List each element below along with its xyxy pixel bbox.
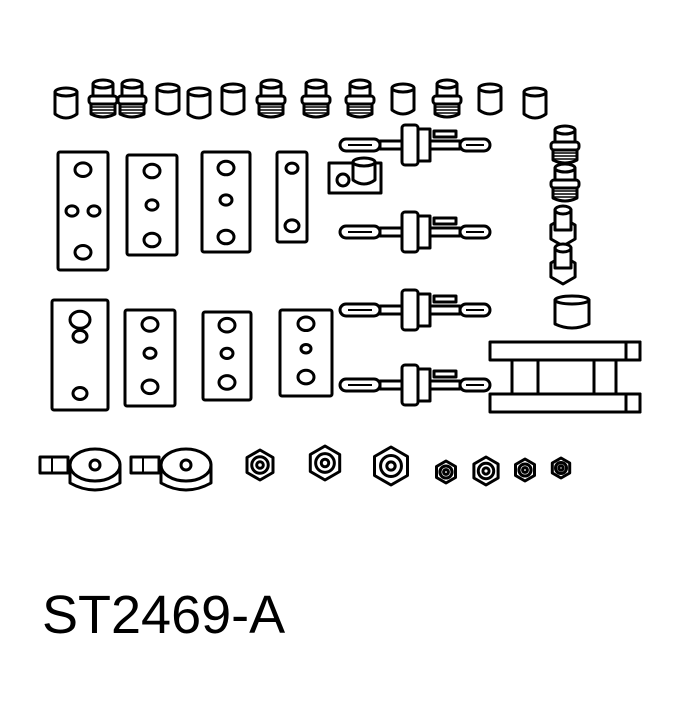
valve-body-plate (200, 150, 252, 254)
flanged-stud (549, 124, 581, 165)
hex-stud (549, 242, 577, 286)
valve-body-plate (56, 150, 110, 272)
spool-valve (338, 288, 492, 332)
valve-body-plate (201, 310, 253, 402)
valve-body-plate (50, 298, 110, 412)
valve-body-plate (275, 150, 309, 244)
plain-pin (53, 86, 79, 120)
flanged-stud (87, 78, 119, 119)
flanged-stud (431, 78, 463, 119)
hex-nut (472, 455, 500, 487)
roller-pin (129, 447, 213, 492)
plain-pin (220, 82, 246, 116)
figure-code: ST2469-A (42, 585, 286, 645)
valve-body-plate (123, 308, 177, 408)
plain-pin (522, 86, 548, 120)
flanged-stud (549, 162, 581, 203)
flanged-stud (344, 78, 376, 119)
flanged-stud (116, 78, 148, 119)
plain-pin (390, 82, 416, 116)
spool-valve (338, 210, 492, 254)
hex-nut (550, 456, 572, 480)
hex-nut (514, 457, 536, 483)
valve-body-plate (125, 153, 179, 257)
hex-nut (308, 444, 342, 482)
hex-nut (373, 445, 409, 487)
valve-body-plate (278, 308, 334, 398)
hex-nut (245, 448, 275, 482)
hex-stud (549, 204, 577, 248)
plain-pin (186, 86, 212, 120)
plain-pin (351, 156, 377, 186)
flanged-stud (255, 78, 287, 119)
roller-pin (38, 447, 122, 492)
clamp-frame (488, 340, 642, 414)
plain-pin (155, 82, 181, 116)
spool-valve (338, 123, 492, 167)
plain-pin (553, 294, 591, 330)
spool-valve (338, 363, 492, 407)
flanged-stud (300, 78, 332, 119)
plain-pin (477, 82, 503, 116)
hex-nut (435, 459, 457, 485)
